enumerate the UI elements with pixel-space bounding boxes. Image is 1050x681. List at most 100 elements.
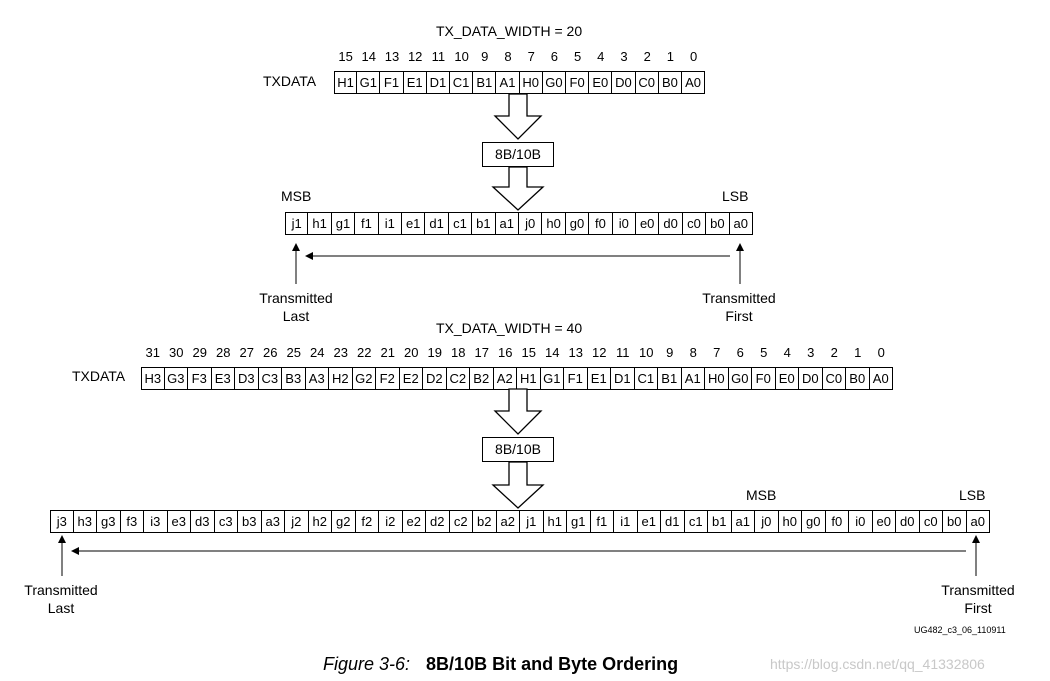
bit-number: 12 — [407, 49, 423, 64]
encoded-bit-cell: d1 — [425, 212, 449, 235]
bit-number: 0 — [689, 49, 698, 64]
bit-number: 14 — [361, 49, 377, 64]
txdata-cell: H1 — [334, 71, 358, 94]
encoded-bit-cell: i0 — [849, 510, 873, 533]
encoded-bit-cell: j1 — [285, 212, 309, 235]
bit-number: 8 — [689, 345, 697, 360]
encoded-bit-cell: c2 — [449, 510, 473, 533]
bit-number: 14 — [545, 345, 560, 360]
txdata-cell: A1 — [681, 367, 705, 390]
encoded-bit-cell: a3 — [261, 510, 285, 533]
txdata-cell: B0 — [846, 367, 870, 390]
bit-number: 0 — [877, 345, 885, 360]
encoded-bit-cell: f0 — [825, 510, 849, 533]
bit-number: 25 — [286, 345, 301, 360]
encoded-bit-cell: b0 — [706, 212, 730, 235]
encoded-bit-cell: g0 — [565, 212, 590, 235]
encoded-bit-cell: c1 — [684, 510, 708, 533]
bit-number: 5 — [760, 345, 768, 360]
txdata-cell: C3 — [258, 367, 282, 390]
encoded-bit-cell: j0 — [755, 510, 779, 533]
encoded-bit-cell: i3 — [144, 510, 168, 533]
encoded-bit-cell: g3 — [97, 510, 121, 533]
encoded-bit-cell: j1 — [520, 510, 544, 533]
msb-label-20: MSB — [281, 188, 312, 204]
bit-number: 1 — [666, 49, 674, 64]
bit-number: 17 — [474, 345, 489, 360]
txdata-cell: B3 — [282, 367, 306, 390]
encoded-bit-cell: h0 — [542, 212, 566, 235]
down-arrow-to-encoder-40-icon — [493, 388, 543, 435]
txdata-cell: F0 — [752, 367, 776, 390]
txdata-cell: D1 — [611, 367, 635, 390]
watermark: https://blog.csdn.net/qq_41332806 — [770, 656, 985, 672]
down-arrow-to-encoded-40-icon — [491, 461, 545, 509]
encoded-bit-cell: f2 — [355, 510, 379, 533]
bit-number: 3 — [620, 49, 628, 64]
transmitted-last-label-20: Transmitted Last — [259, 290, 333, 324]
encoded-bit-cell: c3 — [214, 510, 238, 533]
encoded-bit-cell: f0 — [589, 212, 613, 235]
txdata-cell: G1 — [540, 367, 564, 390]
txdata-cell: D0 — [799, 367, 823, 390]
encoded-bit-cell: f3 — [120, 510, 144, 533]
txdata-cell: H0 — [519, 71, 543, 94]
figure-number: Figure 3-6: — [323, 654, 411, 674]
bit-number: 18 — [451, 345, 466, 360]
bit-number: 9 — [666, 345, 674, 360]
encoded-bit-cell: j3 — [50, 510, 74, 533]
msb-label-40: MSB — [746, 487, 777, 503]
encoded-bit-cell: h1 — [308, 212, 332, 235]
txdata-cell: B2 — [470, 367, 494, 390]
bit-number: 15 — [521, 345, 536, 360]
bit-number: 26 — [263, 345, 278, 360]
encoded-bit-cell: j0 — [519, 212, 543, 235]
txdata-cell: E0 — [589, 71, 613, 94]
encoded-bit-cell: e1 — [637, 510, 661, 533]
txdata-cell: C1 — [634, 367, 658, 390]
txdata-cell: C0 — [822, 367, 846, 390]
txdata-cell: H3 — [141, 367, 165, 390]
bit-number: 27 — [239, 345, 254, 360]
encoded-bit-cell: d0 — [659, 212, 683, 235]
transmitted-last-label-40: Transmitted Last — [24, 582, 98, 616]
bit-number: 8 — [504, 49, 512, 64]
txdata-cell: C1 — [450, 71, 474, 94]
encoded-bit-cell: b1 — [472, 212, 496, 235]
txdata-cell: B1 — [658, 367, 682, 390]
txdata-cell: D1 — [426, 71, 450, 94]
txdata-cell: E1 — [403, 71, 427, 94]
txdata-cell: H1 — [517, 367, 541, 390]
encoded-bit-cell: b3 — [238, 510, 262, 533]
encoded-bit-cell: b2 — [473, 510, 497, 533]
encoded-bit-cell: g1 — [331, 212, 356, 235]
txdata-label-20: TXDATA — [263, 73, 317, 89]
txdata-cell: G1 — [357, 71, 381, 94]
bit-number: 19 — [427, 345, 442, 360]
encoded-bit-cell: b0 — [943, 510, 967, 533]
encoded-bit-cell: g0 — [802, 510, 826, 533]
encoded-bit-cell: b1 — [708, 510, 732, 533]
txdata-cell: D0 — [612, 71, 636, 94]
encoded-bit-cell: i2 — [379, 510, 403, 533]
bit-number: 2 — [643, 49, 651, 64]
txdata-cell: H2 — [329, 367, 353, 390]
txdata-cell: B0 — [658, 71, 682, 94]
bit-number: 6 — [550, 49, 558, 64]
txdata-cell: A0 — [869, 367, 893, 390]
encoded-bit-cell: a1 — [731, 510, 755, 533]
bit-number: 29 — [192, 345, 207, 360]
txdata-cell: A3 — [305, 367, 329, 390]
bit-number: 1 — [854, 345, 862, 360]
txdata-cell: B1 — [473, 71, 497, 94]
txdata-cell: F2 — [376, 367, 400, 390]
encoded-bit-cell: e1 — [402, 212, 426, 235]
txdata-cell: E2 — [399, 367, 423, 390]
width-label-20: TX_DATA_WIDTH = 20 — [436, 23, 583, 39]
bit-number: 30 — [169, 345, 184, 360]
bit-number: 16 — [498, 345, 513, 360]
txdata-cell: A0 — [682, 71, 706, 94]
txdata-cell: A2 — [493, 367, 517, 390]
